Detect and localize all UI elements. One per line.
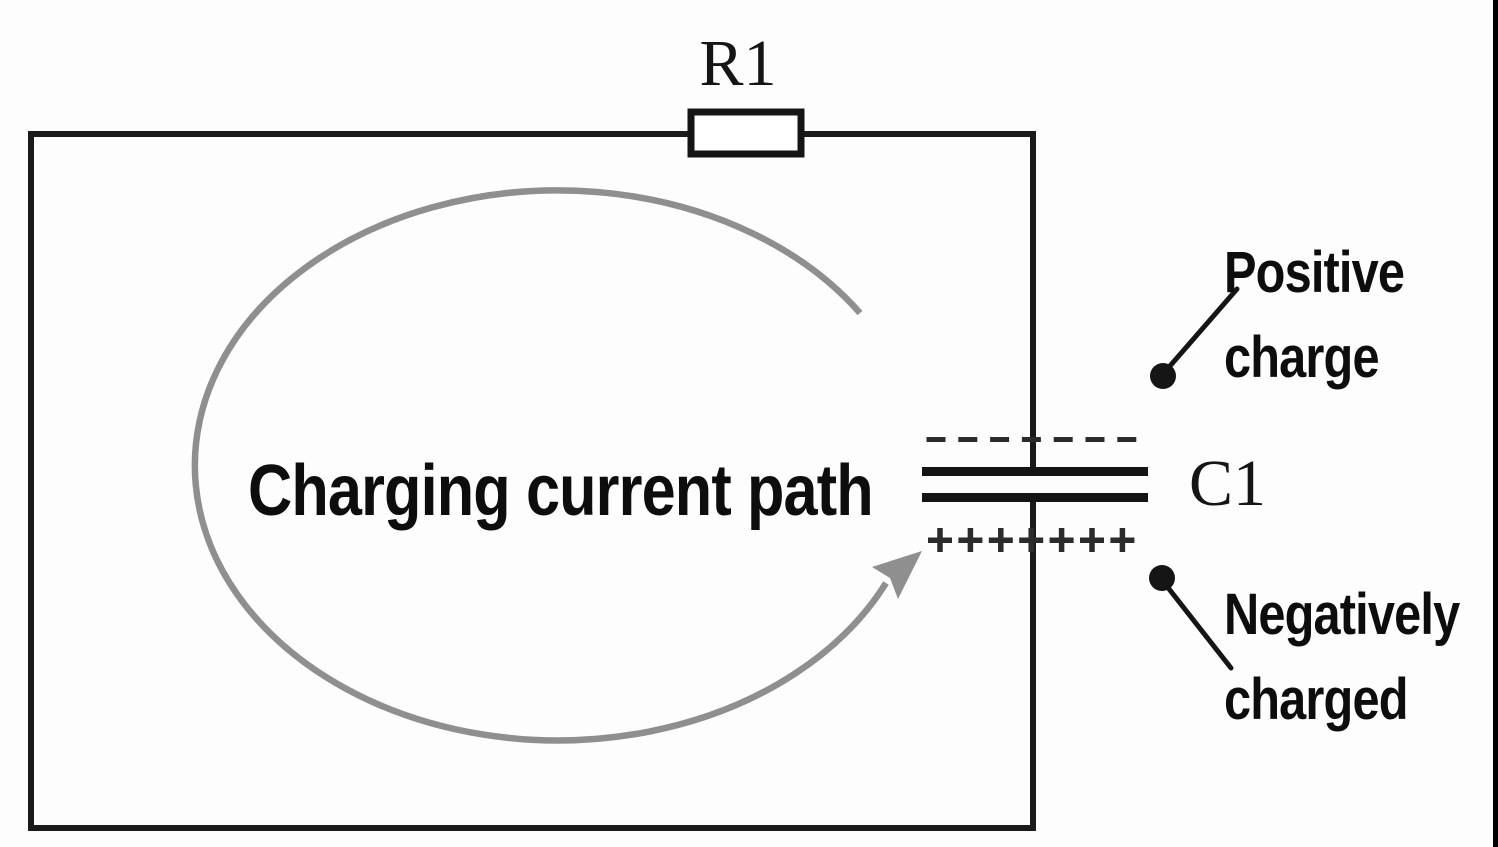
capacitor-top-plate xyxy=(922,467,1148,476)
capacitor-bottom-plate xyxy=(922,493,1148,502)
positive-charge-label-line2: charge xyxy=(1224,325,1380,390)
charging-current-arrowhead-icon xyxy=(872,551,922,599)
negative-charge-label-line2: charged xyxy=(1224,667,1408,732)
capacitor-label: C1 xyxy=(1188,447,1267,520)
positive-charge-label-line1: Positive xyxy=(1224,240,1405,305)
negative-charge-label-line1: Negatively xyxy=(1224,582,1460,647)
resistor-symbol xyxy=(687,108,805,158)
negative-charge-pointer-line xyxy=(1159,577,1234,671)
resistor-label: R1 xyxy=(699,27,777,100)
charging-current-path-label: Charging current path xyxy=(248,451,874,531)
circuit-loop-wire xyxy=(28,131,1036,831)
positive-charge-pointer-dot xyxy=(1150,363,1176,389)
negative-charge-dashes xyxy=(926,437,1137,442)
image-right-border xyxy=(1493,0,1498,847)
negative-charge-pointer-dot xyxy=(1149,565,1175,591)
negative-charge-label: Negatively charged xyxy=(1224,572,1460,742)
positive-charge-pointer-line xyxy=(1160,286,1240,377)
charging-current-arrow-arc xyxy=(191,187,889,744)
positive-charge-plus-signs xyxy=(928,528,1135,552)
positive-charge-label: Positive charge xyxy=(1224,230,1405,400)
